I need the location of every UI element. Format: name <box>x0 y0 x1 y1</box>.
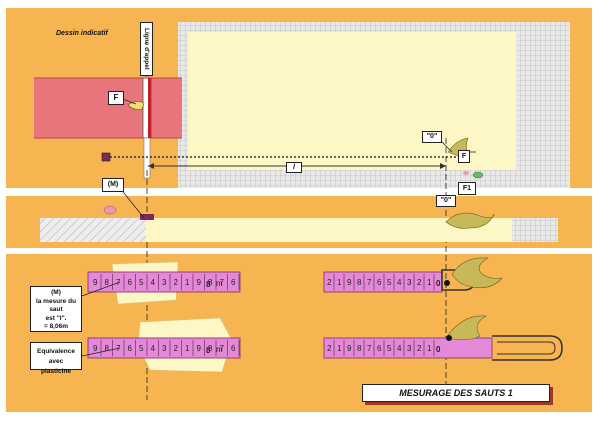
tape-digit: 8 <box>357 344 362 353</box>
tape-digit: 1 <box>427 278 432 287</box>
landing-f1-label: F1 <box>458 182 476 195</box>
tape-digit: 9 <box>347 278 352 287</box>
tape-marker: 8 <box>206 280 211 289</box>
measure-marker-label: (M) <box>102 178 124 192</box>
tape-digit: 7 <box>116 278 121 287</box>
runway-side <box>40 218 146 242</box>
tape-digit: 6 <box>231 344 236 353</box>
tape-digit: 2 <box>327 278 332 287</box>
tape-digit: 5 <box>387 278 392 287</box>
tape-digit: 3 <box>162 278 167 287</box>
tape-digit: 6 <box>377 278 382 287</box>
tape-digit: 7 <box>116 344 121 353</box>
plasticine-blob-top <box>451 257 503 289</box>
measure-note-line: (M) <box>51 289 61 296</box>
tape-digit: 7 <box>220 344 225 353</box>
tape-marker: 8 <box>206 346 211 355</box>
footer-title: MESURAGE DES SAUTS 1 <box>362 384 550 402</box>
tape-digit: 5 <box>387 344 392 353</box>
tape-digit: 8 <box>208 278 213 287</box>
equivalence-note: Equivalence avec plasticine <box>30 342 82 375</box>
measure-note-line: la mesure du saut <box>35 297 77 314</box>
zero-label-top: "0" <box>422 131 442 143</box>
tape-digit: 7 <box>367 344 372 353</box>
tape-digit: 8 <box>105 344 110 353</box>
equivalence-note-line: Equivalence avec <box>37 348 75 365</box>
tape-unit: m <box>216 279 223 288</box>
tape-digit: 2 <box>174 344 179 353</box>
tape-digit: 6 <box>377 344 382 353</box>
tape-unit: m <box>216 345 223 354</box>
tape-digit: 2 <box>327 344 332 353</box>
runway <box>34 78 182 138</box>
tape-digit: 9 <box>93 344 98 353</box>
measure-note-line: est "l". <box>45 314 67 322</box>
tape-digit: 2 <box>417 278 422 287</box>
tape-digit: 1 <box>337 344 342 353</box>
tape-digit: 3 <box>407 344 412 353</box>
header-title: Dessin indicatif <box>56 30 108 37</box>
tape-digit: 7 <box>220 278 225 287</box>
tape-digit: 1 <box>185 278 190 287</box>
tape-digit: 4 <box>397 344 402 353</box>
tape-digit: 1 <box>427 344 432 353</box>
measure-note-line: = 8,06m <box>43 323 69 330</box>
tape-digit: 8 <box>105 278 110 287</box>
tape-strip-bottom-left <box>87 337 241 359</box>
tape-strip-top-left <box>87 271 241 293</box>
takeoff-line-label: Ligne d'appel <box>140 22 153 76</box>
tape-digit: 8 <box>357 278 362 287</box>
tape-digit: 9 <box>93 278 98 287</box>
landing-mark-side <box>445 212 495 229</box>
tape-digit: 3 <box>407 278 412 287</box>
tape-digit: 5 <box>139 278 144 287</box>
equivalence-note-line: plasticine <box>41 368 71 375</box>
tape-zero: 0 <box>436 279 441 288</box>
tape-digit: 5 <box>139 344 144 353</box>
tape-digit: 1 <box>337 278 342 287</box>
foot-marker-label: F <box>108 91 124 105</box>
tape-digit: 3 <box>162 344 167 353</box>
tape-digit: 8 <box>208 344 213 353</box>
tape-digit: 4 <box>397 278 402 287</box>
plasticine-blob-bottom <box>445 315 487 340</box>
tape-digit: 4 <box>151 278 156 287</box>
tape-digit: 6 <box>128 344 133 353</box>
measure-note: (M) la mesure du saut est "l". = 8,06m <box>30 286 82 332</box>
tape-digit: 4 <box>151 344 156 353</box>
tape-digit: 6 <box>231 278 236 287</box>
tape-digit: 6 <box>128 278 133 287</box>
tape-zero: 0 <box>436 345 441 354</box>
tape-digit: 7 <box>367 278 372 287</box>
tape-digit: 1 <box>185 344 190 353</box>
tape-digit: 2 <box>417 344 422 353</box>
tape-digit: 2 <box>174 278 179 287</box>
distance-label: l <box>286 162 302 173</box>
tape-strip-bottom-right <box>323 337 493 359</box>
tape-digit: 9 <box>197 344 202 353</box>
landing-foot-label: F <box>458 150 470 163</box>
tape-digit: 9 <box>197 278 202 287</box>
zero-label-mid: "0" <box>436 195 456 207</box>
tape-digit: 9 <box>347 344 352 353</box>
